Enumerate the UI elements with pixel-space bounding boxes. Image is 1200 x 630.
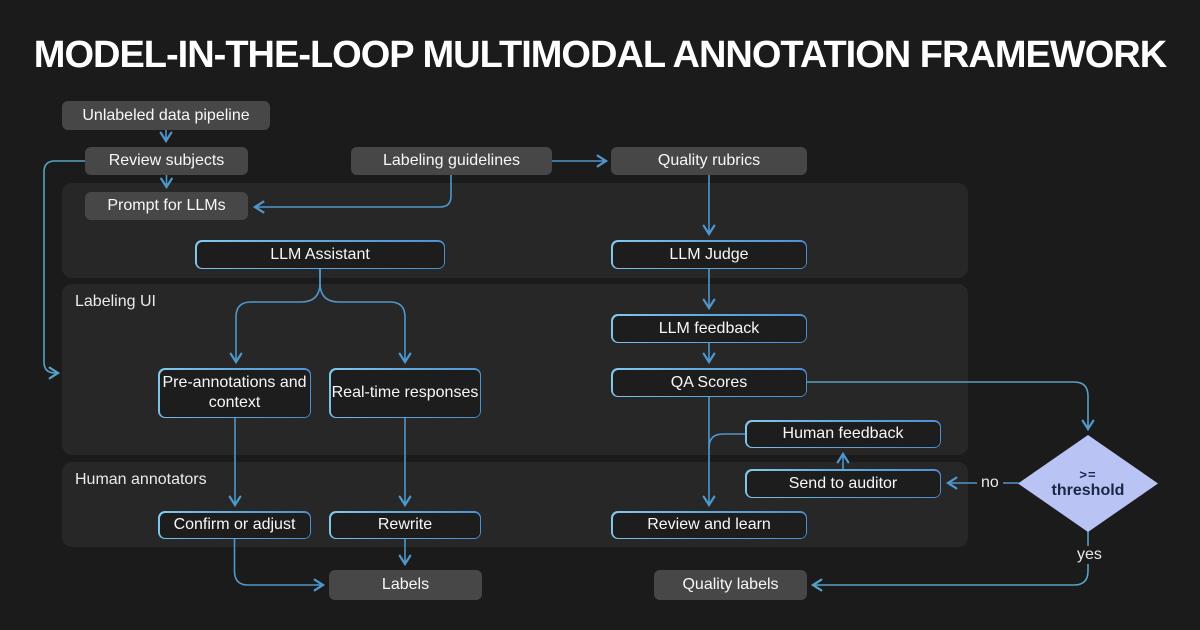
- node-label: Real-time responses: [331, 384, 479, 401]
- node-label: Send to auditor: [788, 474, 898, 492]
- node-label: Confirm or adjust: [173, 516, 296, 533]
- threshold-decision-diamond: >= threshold: [1018, 435, 1158, 532]
- node-label: Quality labels: [682, 576, 779, 593]
- panel-human-annotators-label: Human annotators: [75, 471, 207, 488]
- node-label: Quality rubrics: [657, 152, 761, 169]
- node-confirm-or-adjust: Confirm or adjust: [158, 511, 311, 539]
- node-unlabeled-data-pipeline: Unlabeled data pipeline: [62, 101, 270, 130]
- node-quality-labels: Quality labels: [654, 570, 807, 600]
- node-label: Unlabeled data pipeline: [82, 106, 250, 124]
- node-review-and-learn: Review and learn: [611, 511, 807, 539]
- node-label: Rewrite: [377, 516, 433, 533]
- node-send-to-auditor: Send to auditor: [745, 469, 941, 498]
- node-label: Review subjects: [108, 152, 225, 169]
- node-llm-feedback: LLM feedback: [611, 314, 807, 343]
- node-llm-assistant: LLM Assistant: [195, 240, 445, 269]
- node-rewrite: Rewrite: [329, 511, 481, 539]
- branch-label-no: no: [977, 474, 1003, 492]
- node-label: Prompt for LLMs: [107, 197, 226, 214]
- node-label: LLM Assistant: [270, 245, 370, 263]
- node-quality-rubrics: Quality rubrics: [611, 147, 807, 175]
- node-human-feedback: Human feedback: [745, 420, 941, 448]
- node-label: Labels: [381, 576, 430, 593]
- node-label: Labeling guidelines: [383, 152, 520, 169]
- decision-word: threshold: [1051, 482, 1125, 499]
- node-labels: Labels: [329, 570, 482, 600]
- node-qa-scores: QA Scores: [611, 368, 807, 397]
- node-pre-annotations: Pre-annotations and context: [158, 368, 311, 418]
- node-label: Pre-annotations and context: [162, 374, 307, 411]
- node-llm-judge: LLM Judge: [611, 240, 807, 269]
- node-realtime-responses: Real-time responses: [329, 368, 481, 418]
- node-prompt-for-llms: Prompt for LLMs: [85, 192, 248, 220]
- branch-label-yes: yes: [1073, 546, 1106, 564]
- node-label: Human feedback: [782, 425, 904, 442]
- page-title: MODEL-IN-THE-LOOP MULTIMODAL ANNOTATION …: [33, 34, 1167, 76]
- node-label: Review and learn: [647, 516, 771, 533]
- node-labeling-guidelines: Labeling guidelines: [351, 147, 552, 175]
- node-label: QA Scores: [670, 373, 748, 391]
- node-review-subjects: Review subjects: [85, 147, 248, 175]
- node-label: LLM feedback: [658, 319, 760, 337]
- decision-operator: >=: [1079, 467, 1097, 482]
- panel-labeling-ui-label: Labeling UI: [75, 293, 156, 310]
- node-label: LLM Judge: [669, 245, 749, 263]
